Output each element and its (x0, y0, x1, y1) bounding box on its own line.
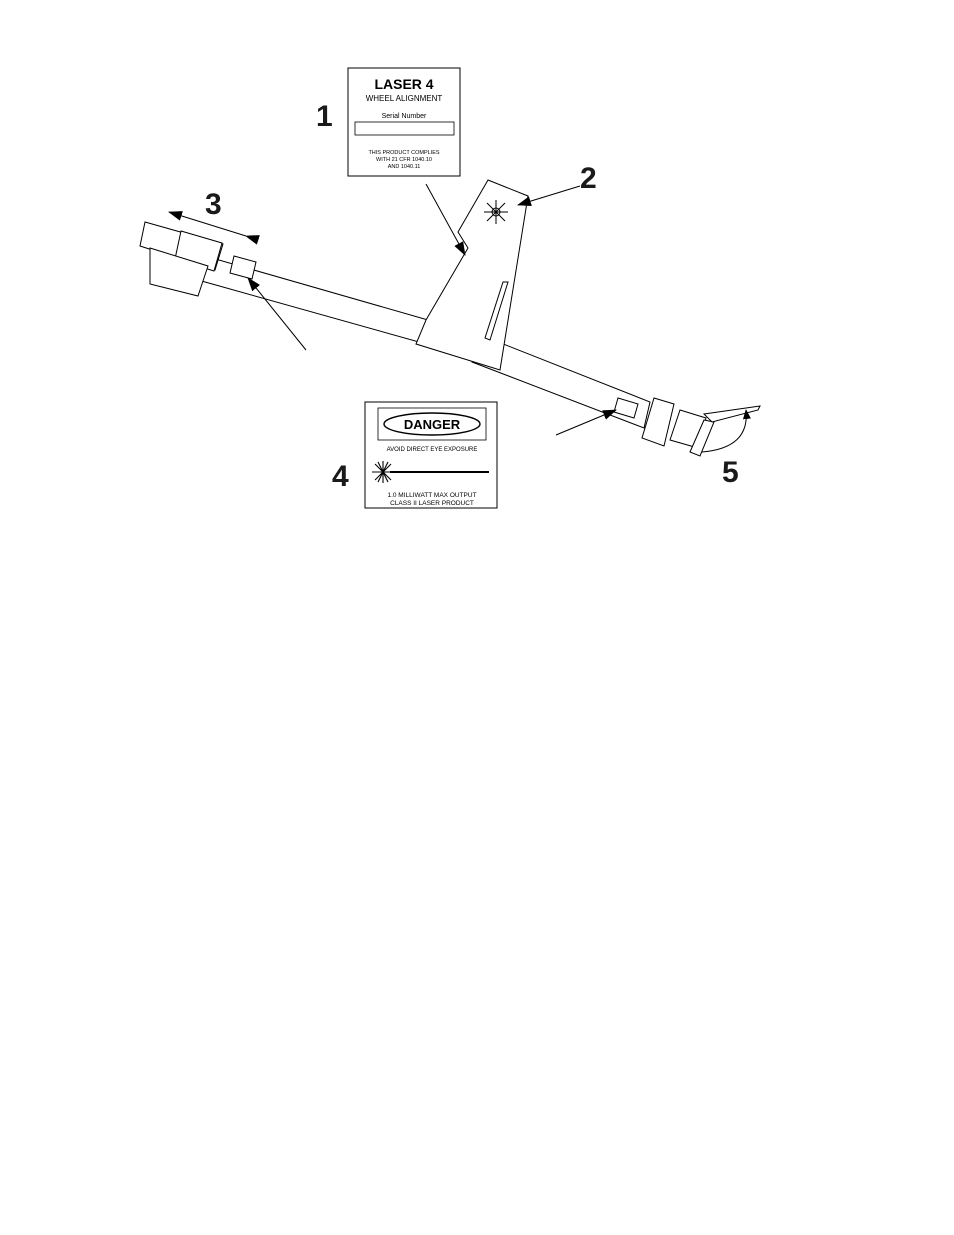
label-4-warning: AVOID DIRECT EYE EXPOSURE (387, 447, 478, 453)
leader-right-square (556, 410, 616, 435)
label-4-output-2: CLASS II LASER PRODUCT (390, 500, 474, 507)
starburst-icon (484, 200, 508, 224)
label-4-danger-text: DANGER (404, 417, 461, 432)
laser-product-label: LASER 4 WHEEL ALIGNMENT Serial Number TH… (348, 68, 460, 176)
label-1-title: LASER 4 (374, 76, 433, 92)
callout-number-3: 3 (205, 188, 222, 221)
serial-number-box (355, 122, 454, 135)
label-1-subtitle: WHEEL ALIGNMENT (366, 94, 443, 103)
callout-number-4: 4 (332, 460, 349, 493)
callout-number-1: 1 (316, 100, 333, 133)
label-4-output-1: 1.0 MILLIWATT MAX OUTPUT (387, 492, 476, 499)
label-1-compliance-3: AND 1040.11 (388, 164, 421, 170)
danger-label: DANGER AVOID DIRECT EYE EXPOSURE 1.0 MIL… (365, 402, 497, 508)
callout-number-5: 5 (722, 456, 739, 489)
label-1-serial-label: Serial Number (382, 113, 427, 120)
callout-number-2: 2 (580, 162, 597, 195)
leader-1 (426, 184, 465, 255)
center-housing (416, 180, 528, 370)
right-pointer-blade (704, 406, 760, 422)
label-1-compliance-1: THIS PRODUCT COMPLIES (368, 150, 439, 156)
label-1-compliance-2: WITH 21 CFR 1040.10 (376, 157, 432, 163)
